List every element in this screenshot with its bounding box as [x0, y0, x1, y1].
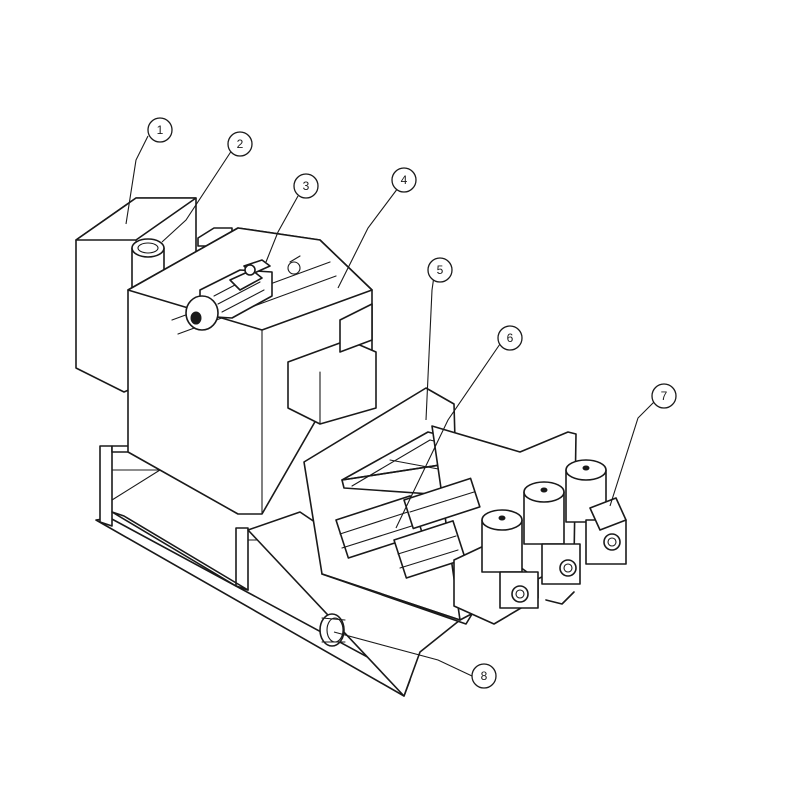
outlet-pipe	[319, 613, 346, 647]
callout-3: 3	[293, 173, 319, 199]
callout-label: 2	[237, 137, 244, 151]
callout-8: 8	[471, 663, 497, 689]
drive-motor	[523, 481, 581, 585]
agitator-motor	[185, 255, 301, 331]
drive-motor	[565, 459, 627, 565]
callout-7: 7	[651, 383, 677, 409]
callout-label: 1	[157, 123, 164, 137]
callout-6: 6	[497, 325, 523, 351]
callout-1: 1	[147, 117, 173, 143]
callout-label: 6	[507, 331, 514, 345]
callout-4: 4	[391, 167, 417, 193]
callout-2: 2	[227, 131, 253, 157]
callout-5: 5	[427, 257, 453, 283]
callout-leaders	[125, 135, 655, 677]
callout-label: 4	[401, 173, 408, 187]
callout-label: 7	[661, 389, 668, 403]
callout-label: 5	[437, 263, 444, 277]
callout-label: 8	[481, 669, 488, 683]
drive-motors	[453, 459, 627, 625]
drive-motor	[453, 509, 539, 625]
callout-label: 3	[303, 179, 310, 193]
